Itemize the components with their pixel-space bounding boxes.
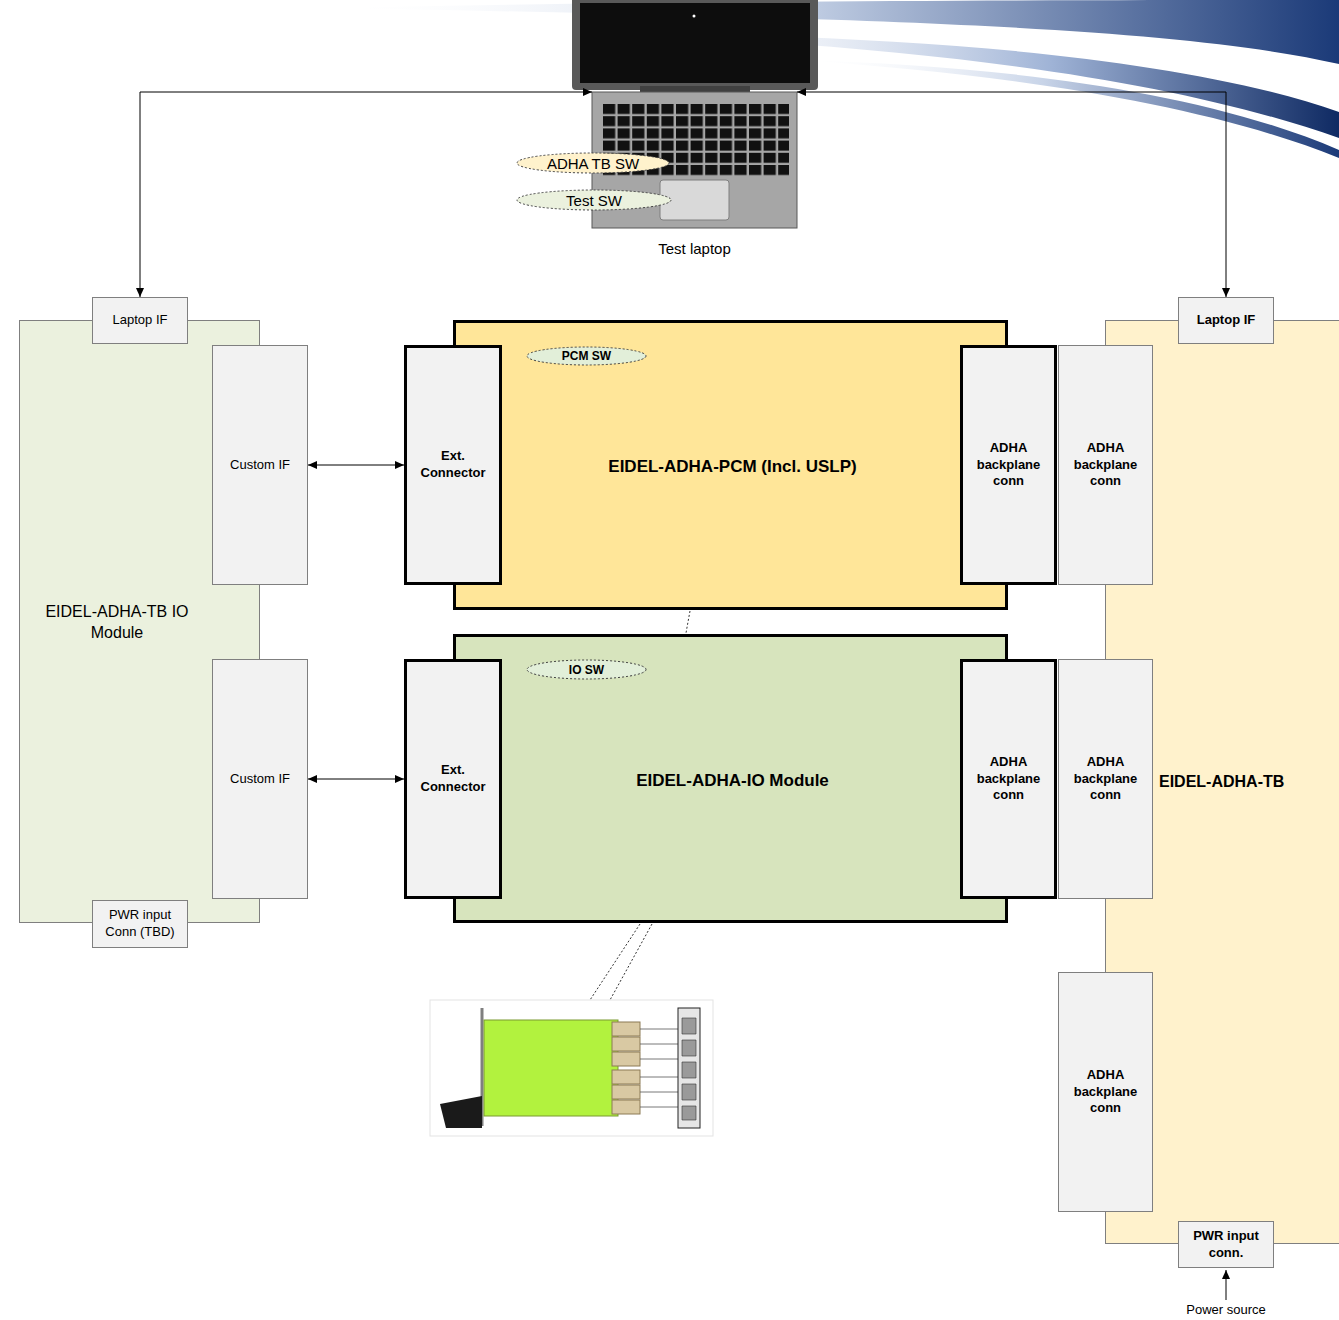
node-label: EIDEL-ADHA-TB IO Module xyxy=(24,602,210,644)
node-label: ADHA backplane conn xyxy=(1067,1067,1144,1118)
connector-arrow xyxy=(308,779,404,780)
node-label: Custom IF xyxy=(230,457,290,474)
node-label: Laptop IF xyxy=(113,312,168,329)
header-swoosh xyxy=(330,0,1339,64)
laptop-camera xyxy=(693,15,696,18)
card-panel-slot xyxy=(682,1018,696,1120)
connector-box: ADHA backplane conn xyxy=(1058,659,1153,899)
module-box: EIDEL-ADHA-IO ModuleIO SWExt. ConnectorA… xyxy=(453,634,1008,923)
node-label: ADHA backplane conn xyxy=(971,754,1046,805)
leader-line xyxy=(610,924,652,1000)
connector-box: PWR input Conn (TBD) xyxy=(92,900,188,948)
connector-box: ADHA backplane conn xyxy=(1058,972,1153,1212)
card-wire xyxy=(640,1029,678,1107)
ellipse-shape xyxy=(527,347,646,365)
module-box: EIDEL-ADHA-PCM (Incl. USLP)PCM SWExt. Co… xyxy=(453,320,1008,610)
card-connector xyxy=(612,1085,640,1099)
connector-box: Ext. Connector xyxy=(404,659,502,899)
software-ellipse: ADHA TB SW xyxy=(516,152,670,174)
connector-arrow xyxy=(308,465,404,466)
card-connector xyxy=(612,1022,640,1036)
node-label: EIDEL-ADHA-PCM (Incl. USLP) xyxy=(608,456,856,478)
node-label: Test laptop xyxy=(658,239,731,259)
laptop-display xyxy=(580,3,810,83)
interface-box: Laptop IF xyxy=(1178,297,1274,344)
node-label: EIDEL-ADHA-TB xyxy=(1159,772,1284,793)
ellipse-shape xyxy=(527,660,646,679)
text-area: EIDEL-ADHA-TB IO Module xyxy=(24,593,210,653)
node-label: Laptop IF xyxy=(1197,312,1256,329)
card-connector xyxy=(612,1100,640,1114)
free-label: Power source xyxy=(1160,1302,1292,1317)
software-ellipse: Test SW xyxy=(516,189,672,211)
connector-box: ADHA backplane conn xyxy=(960,345,1057,585)
connector-box: PWR input conn. xyxy=(1178,1221,1274,1268)
text-area: Test laptop xyxy=(562,237,827,261)
connector-arrow xyxy=(140,92,592,297)
node-label: IO SW xyxy=(569,664,604,676)
node-label: EIDEL-ADHA-IO Module xyxy=(636,770,829,792)
text-area: EIDEL-ADHA-TB xyxy=(1159,767,1337,797)
node-label: Ext. Connector xyxy=(415,762,491,796)
card-connector xyxy=(612,1037,640,1051)
card-connector xyxy=(612,1070,640,1084)
interface-box: Custom IF xyxy=(212,659,308,899)
software-ellipse: PCM SW xyxy=(526,346,647,366)
node-label: ADHA backplane conn xyxy=(971,440,1046,491)
testbench-box: EIDEL-ADHA-TBLaptop IFADHA backplane con… xyxy=(1105,320,1339,1244)
card-connector xyxy=(612,1052,640,1066)
text-area: EIDEL-ADHA-IO Module xyxy=(505,761,960,801)
node-label: ADHA backplane conn xyxy=(1067,754,1144,805)
node-label: Test SW xyxy=(566,193,622,208)
card-board xyxy=(484,1020,618,1116)
card-photo-frame xyxy=(430,1000,713,1136)
node-label: Custom IF xyxy=(230,771,290,788)
header-swoosh xyxy=(800,60,1339,158)
card-handle xyxy=(440,1096,482,1128)
ellipse-shape xyxy=(517,190,671,210)
laptop-screen xyxy=(572,0,818,90)
ellipse-shape xyxy=(517,153,669,173)
software-ellipse: IO SW xyxy=(526,659,647,680)
connector-box: ADHA backplane conn xyxy=(960,659,1057,899)
leader-line xyxy=(686,611,690,633)
node-label: PWR input conn. xyxy=(1187,1228,1265,1262)
node-label: Ext. Connector xyxy=(415,448,491,482)
laptop-hinge xyxy=(640,86,750,92)
card-front-panel xyxy=(678,1008,700,1128)
leader-line xyxy=(590,924,640,1000)
laptop-node: Test laptopADHA TB SWTest SW xyxy=(592,0,797,262)
node-label: PCM SW xyxy=(562,350,611,362)
module-box: EIDEL-ADHA-TB IO ModuleLaptop IFCustom I… xyxy=(19,320,260,923)
node-label: ADHA backplane conn xyxy=(1067,440,1144,491)
interface-box: Custom IF xyxy=(212,345,308,585)
node-label: PWR input Conn (TBD) xyxy=(101,907,179,941)
connector-arrow xyxy=(797,92,1226,297)
interface-box: Laptop IF xyxy=(92,297,188,344)
connector-box: ADHA backplane conn xyxy=(1058,345,1153,585)
connector-box: Ext. Connector xyxy=(404,345,502,585)
text-area: EIDEL-ADHA-PCM (Incl. USLP) xyxy=(505,447,960,487)
node-label: ADHA TB SW xyxy=(547,156,639,171)
power-arrow xyxy=(1226,1270,1227,1300)
